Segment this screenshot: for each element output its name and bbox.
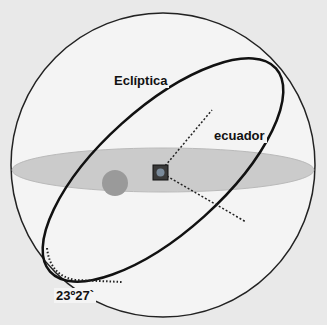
equator-radius — [160, 172, 246, 222]
sun — [102, 170, 128, 196]
ecliptic-radius — [160, 110, 212, 172]
sphere-outline — [11, 13, 315, 317]
angle-label: 23º27` — [54, 288, 96, 303]
equator-plane — [12, 148, 314, 192]
earth — [153, 165, 168, 180]
ecliptic-circle — [9, 22, 318, 318]
earth-globe — [157, 169, 165, 177]
ecliptic-label: Eclíptica — [112, 73, 169, 88]
angle-arc — [47, 248, 122, 282]
equator-label: ecuador — [212, 128, 267, 143]
